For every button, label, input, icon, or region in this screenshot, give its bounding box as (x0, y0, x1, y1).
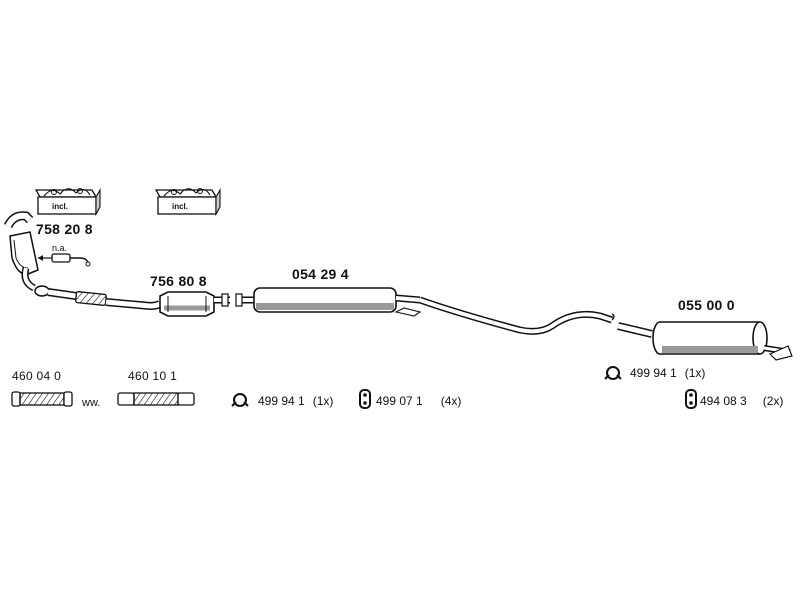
rubber-hanger-icon (359, 389, 371, 409)
intermediate-pipe-drawing (418, 296, 615, 335)
accessory-qty: (2x) (762, 394, 784, 408)
accessory-clamp-label: 499 94 1 (1x) (258, 395, 333, 407)
flex-pipe-2-drawing (117, 392, 195, 406)
kit-label-1: incl. (52, 202, 69, 211)
accessory-qty: (1x) (312, 394, 334, 408)
clamp-ring-icon (604, 366, 622, 380)
accessory-number: 494 08 3 (700, 394, 747, 408)
mounting-kit-box-2 (154, 187, 221, 217)
flex-pipe-1-drawing (11, 391, 73, 407)
accessory-hanger-rear-label: 494 08 3 (2x) (700, 395, 783, 407)
kit-label-2: incl. (172, 202, 189, 211)
rubber-hanger-icon (685, 389, 697, 409)
accessory-number: 499 94 1 (258, 394, 305, 408)
accessory-number: 499 94 1 (630, 366, 677, 380)
rear-muffler-drawing (617, 321, 793, 361)
part-number-flex-pipe-2: 460 10 1 (128, 369, 178, 383)
accessory-qty: (1x) (684, 366, 706, 380)
part-number-catalyst: 756 80 8 (150, 273, 207, 289)
accessory-number: 499 07 1 (376, 394, 423, 408)
sensor-note: n.a. (52, 243, 68, 253)
part-number-middle-muffler: 054 29 4 (292, 266, 349, 282)
catalytic-converter-drawing (159, 291, 215, 317)
part-number-rear-muffler: 055 00 0 (678, 297, 735, 313)
middle-muffler-drawing (253, 287, 422, 317)
part-number-flex-pipe-1: 460 04 0 (12, 369, 62, 383)
lambda-sensor-drawing (38, 253, 91, 267)
front-pipe-drawing (3, 211, 162, 311)
alternative-note: ww. (82, 397, 101, 409)
accessory-qty: (4x) (440, 394, 462, 408)
part-number-front-pipe: 758 20 8 (36, 221, 93, 237)
connector-pipe-drawing (214, 293, 254, 307)
mounting-kit-box-1 (34, 187, 101, 217)
accessory-clamp-rear-label: 499 94 1 (1x) (630, 367, 705, 379)
accessory-hanger-label: 499 07 1 (4x) (376, 395, 461, 407)
clamp-ring-icon (231, 393, 249, 407)
